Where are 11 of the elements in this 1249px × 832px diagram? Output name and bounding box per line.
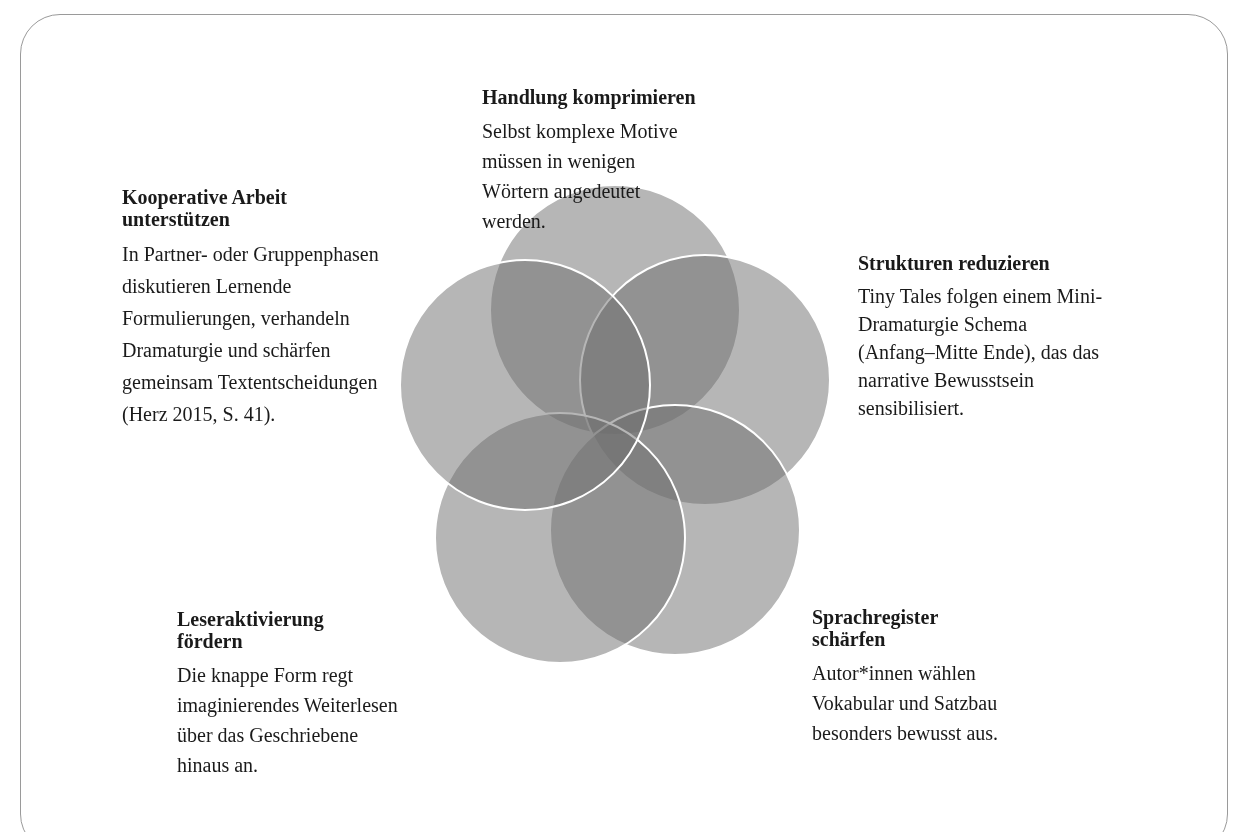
block-description: Selbst komplexe Motive müssen in wenigen Wörtern angedeutet werden. bbox=[482, 119, 679, 234]
block-heading: Kooperative Arbeit unterstützen bbox=[122, 186, 288, 230]
block-heading: Strukturen reduzieren bbox=[858, 252, 1051, 274]
venn-circle bbox=[399, 259, 651, 511]
block-heading: Leseraktivierung fördern bbox=[177, 608, 325, 652]
block-description: In Partner- oder Gruppenphasen diskutieren Lernende Formulierungen, verhandeln Dramaturgie und schärfen gemeinsam Textentscheidungen (Herz 2015, S. 41). bbox=[122, 242, 380, 428]
block-description: Die knappe Form regt imaginierendes Weiterlesen über das Geschriebene hinaus an. bbox=[177, 663, 399, 778]
block-heading: Sprachregister schärfen bbox=[812, 606, 939, 650]
block-description: Autor*innen wählen Vokabular und Satzbau besonders bewusst aus. bbox=[812, 661, 1000, 746]
block-heading: Handlung komprimieren bbox=[482, 86, 697, 108]
block-description: Tiny Tales folgen einem Mini-Dramaturgie Schema (Anfang–Mitte Ende), das das narrative Bewusstsein sensibilisiert. bbox=[858, 284, 1104, 421]
